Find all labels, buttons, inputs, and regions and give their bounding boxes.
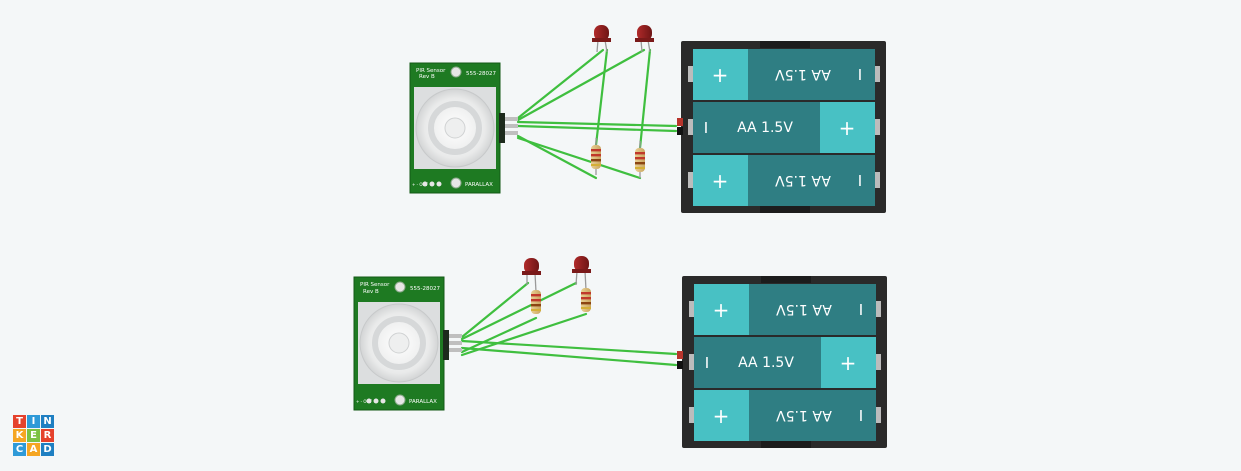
cell-label: AA 1.5V (776, 301, 832, 317)
plus-terminal-label: + (840, 351, 857, 375)
logo-letter: A (27, 443, 40, 456)
pir-sensor-part-number: 555-28027 (410, 286, 440, 292)
cell-label: AA 1.5V (775, 172, 831, 188)
plus-terminal-label: + (712, 169, 729, 193)
pir-sensor-title: PIR Sensor (416, 68, 446, 74)
battery-holder[interactable]: + AA 1.5V I I AA 1.5V + + AA 1 (677, 41, 886, 213)
logo-letter: E (27, 429, 40, 442)
wire[interactable] (460, 312, 588, 357)
battery-cell[interactable]: I AA 1.5V + (688, 102, 880, 153)
minus-terminal-label: I (858, 172, 862, 190)
wire[interactable] (516, 136, 642, 180)
pir-sensor-brand: PARALLAX (465, 182, 493, 188)
pin-marks: + - OUT (356, 399, 372, 404)
logo-letter: R (41, 429, 54, 442)
mounting-hole (450, 177, 462, 189)
wire[interactable] (638, 48, 652, 150)
wire[interactable] (460, 339, 678, 356)
pir-sensor[interactable]: PIR Sensor Rev B 555-28027 + - OUT PARAL… (353, 276, 462, 411)
mounting-hole (450, 66, 462, 78)
battery-holder[interactable]: + AA 1.5V I I AA 1.5V + + AA 1.5V I (677, 276, 887, 448)
battery-cell[interactable]: I AA 1.5V + (689, 337, 881, 388)
wire[interactable] (516, 48, 646, 122)
mounting-hole (394, 281, 406, 293)
cell-label: AA 1.5V (737, 120, 793, 136)
resistor[interactable] (591, 138, 601, 175)
pir-sensor-revision: Rev B (363, 289, 379, 295)
wire[interactable] (460, 281, 530, 339)
plus-terminal-label: + (713, 298, 730, 322)
pin-marks: + - OUT (412, 182, 428, 187)
minus-terminal-label: I (858, 66, 862, 84)
logo-letter: K (13, 429, 26, 442)
led[interactable] (592, 25, 611, 53)
pir-sensor-revision: Rev B (419, 74, 435, 80)
pir-sensor[interactable]: PIR Sensor Rev B 555-28027 + - OUT PARAL… (409, 62, 518, 194)
wire[interactable] (460, 281, 578, 341)
plus-terminal-label: + (713, 404, 730, 428)
wires-circuit-1[interactable] (516, 48, 678, 180)
battery-cell[interactable]: + AA 1.5V I (688, 155, 880, 206)
battery-cell[interactable]: + AA 1.5V I (689, 284, 881, 335)
logo-letter: N (41, 415, 54, 428)
resistor[interactable] (581, 288, 591, 312)
logo-letter: C (13, 443, 26, 456)
wire[interactable] (460, 316, 538, 354)
led[interactable] (522, 258, 541, 293)
circuit-1: PIR Sensor Rev B 555-28027 + - OUT PARAL… (409, 25, 886, 213)
circuit-2: PIR Sensor Rev B 555-28027 + - OUT PARAL… (353, 256, 887, 448)
pir-sensor-brand: PARALLAX (409, 399, 437, 405)
logo-letter: I (27, 415, 40, 428)
resistor[interactable] (531, 290, 541, 314)
logo-letter: T (13, 415, 26, 428)
logo-letter: D (41, 443, 54, 456)
cell-label: AA 1.5V (738, 355, 794, 371)
led[interactable] (572, 256, 591, 291)
battery-cell[interactable]: + AA 1.5V I (688, 49, 880, 100)
pir-sensor-part-number: 555-28027 (466, 71, 496, 77)
mounting-hole (394, 394, 406, 406)
resistor[interactable] (635, 141, 645, 178)
cell-label: AA 1.5V (775, 66, 831, 82)
minus-terminal-label: I (859, 407, 863, 425)
wire[interactable] (594, 48, 609, 147)
minus-terminal-label: I (859, 301, 863, 319)
wire[interactable] (460, 346, 678, 367)
tinkercad-logo[interactable]: T I N K E R C A D (13, 415, 54, 456)
plus-terminal-label: + (712, 63, 729, 87)
minus-terminal-label: I (705, 354, 709, 372)
battery-cell[interactable]: + AA 1.5V I (689, 390, 881, 441)
plus-terminal-label: + (839, 116, 856, 140)
wire[interactable] (516, 48, 605, 120)
led[interactable] (635, 25, 654, 53)
pir-sensor-title: PIR Sensor (360, 282, 390, 288)
cell-label: AA 1.5V (776, 407, 832, 423)
wires-circuit-2[interactable] (460, 281, 678, 367)
wire[interactable] (516, 120, 678, 128)
minus-terminal-label: I (704, 119, 708, 137)
